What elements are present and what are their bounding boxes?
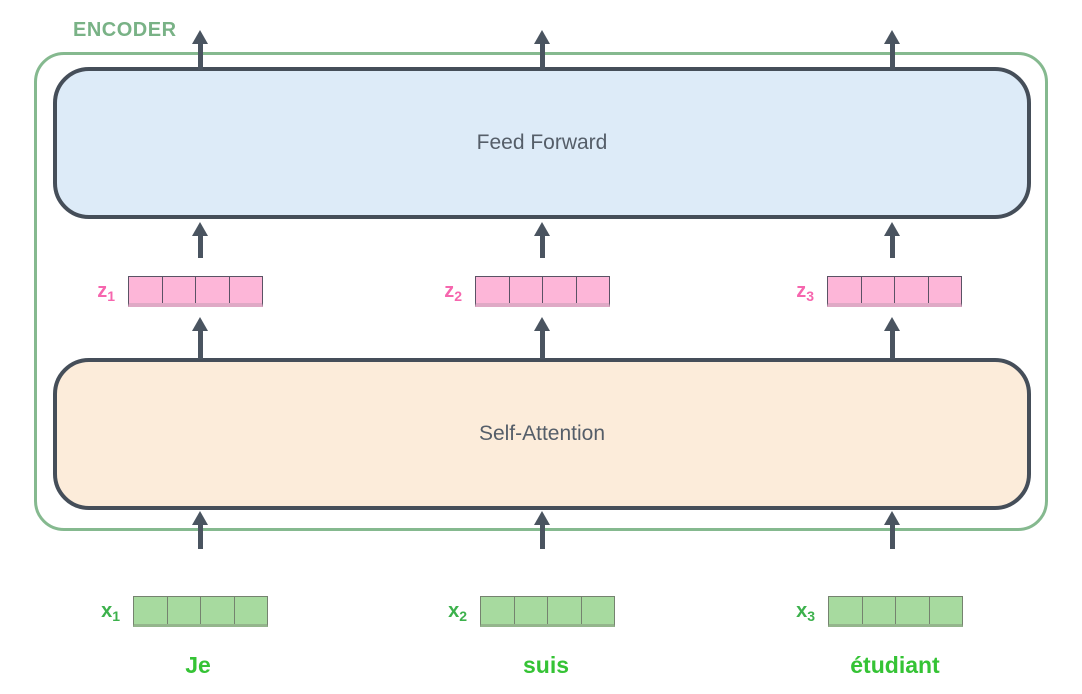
arrow-up-icon [534, 30, 550, 70]
arrow-head-icon [192, 511, 208, 525]
arrow-head-icon [534, 511, 550, 525]
arrow-head-icon [534, 222, 550, 236]
vector-cell [230, 277, 263, 303]
vector-cell [168, 597, 201, 624]
z3-vector [827, 276, 962, 307]
vector-cell [896, 597, 930, 624]
arrow-up-icon [192, 317, 208, 359]
vector-cell [476, 277, 510, 303]
arrow-head-icon [192, 317, 208, 331]
arrow-head-icon [192, 30, 208, 44]
arrow-up-icon [884, 30, 900, 70]
arrow-up-icon [192, 511, 208, 549]
arrow-shaft [889, 331, 895, 359]
vector-cell [543, 277, 577, 303]
vector-cell [134, 597, 168, 624]
z2-vector [475, 276, 610, 307]
arrow-shaft [539, 44, 545, 70]
arrow-shaft [539, 525, 545, 549]
arrow-up-icon [884, 317, 900, 359]
x2-label: x2 [448, 600, 467, 624]
x1-label: x1 [101, 600, 120, 624]
vector-cell [829, 597, 863, 624]
arrow-up-icon [534, 511, 550, 549]
arrow-shaft [539, 331, 545, 359]
feed-forward-label: Feed Forward [476, 131, 608, 154]
arrow-up-icon [884, 222, 900, 258]
vector-cell [863, 597, 896, 624]
z1-label: z1 [97, 280, 115, 304]
vector-cell [196, 277, 230, 303]
input-word-suis: suis [522, 652, 570, 678]
arrow-head-icon [884, 317, 900, 331]
arrow-head-icon [884, 30, 900, 44]
x3-label: x3 [796, 600, 815, 624]
x2-vector [480, 596, 615, 627]
arrow-shaft [889, 236, 895, 258]
vector-cell [481, 597, 515, 624]
x1-vector [133, 596, 268, 627]
arrow-shaft [889, 525, 895, 549]
vector-cell [201, 597, 235, 624]
vector-cell [515, 597, 548, 624]
arrow-up-icon [884, 511, 900, 549]
arrow-shaft [539, 236, 545, 258]
z2-label: z2 [444, 280, 462, 304]
arrow-up-icon [192, 30, 208, 70]
vector-cell [129, 277, 163, 303]
self-attention-box: Self-Attention [53, 358, 1031, 510]
z3-label: z3 [796, 280, 814, 304]
arrow-up-icon [534, 222, 550, 258]
arrow-up-icon [534, 317, 550, 359]
arrow-shaft [197, 525, 203, 549]
vector-cell [895, 277, 929, 303]
arrow-head-icon [534, 30, 550, 44]
arrow-up-icon [192, 222, 208, 258]
vector-cell [548, 597, 582, 624]
vector-cell [828, 277, 862, 303]
vector-cell [929, 277, 962, 303]
arrow-head-icon [884, 511, 900, 525]
x3-vector [828, 596, 963, 627]
vector-cell [235, 597, 268, 624]
vector-cell [577, 277, 610, 303]
arrow-head-icon [534, 317, 550, 331]
input-word-je: Je [185, 652, 211, 678]
self-attention-label: Self-Attention [478, 422, 606, 445]
z1-vector [128, 276, 263, 307]
arrow-shaft [197, 236, 203, 258]
arrow-shaft [197, 44, 203, 70]
vector-cell [510, 277, 543, 303]
feed-forward-box: Feed Forward [53, 67, 1031, 219]
arrow-head-icon [192, 222, 208, 236]
vector-cell [930, 597, 963, 624]
arrow-shaft [197, 331, 203, 359]
input-word-etudiant: étudiant [850, 652, 940, 678]
arrow-head-icon [884, 222, 900, 236]
arrow-shaft [889, 44, 895, 70]
vector-cell [163, 277, 196, 303]
encoder-label: ENCODER [73, 19, 177, 41]
vector-cell [862, 277, 895, 303]
vector-cell [582, 597, 615, 624]
